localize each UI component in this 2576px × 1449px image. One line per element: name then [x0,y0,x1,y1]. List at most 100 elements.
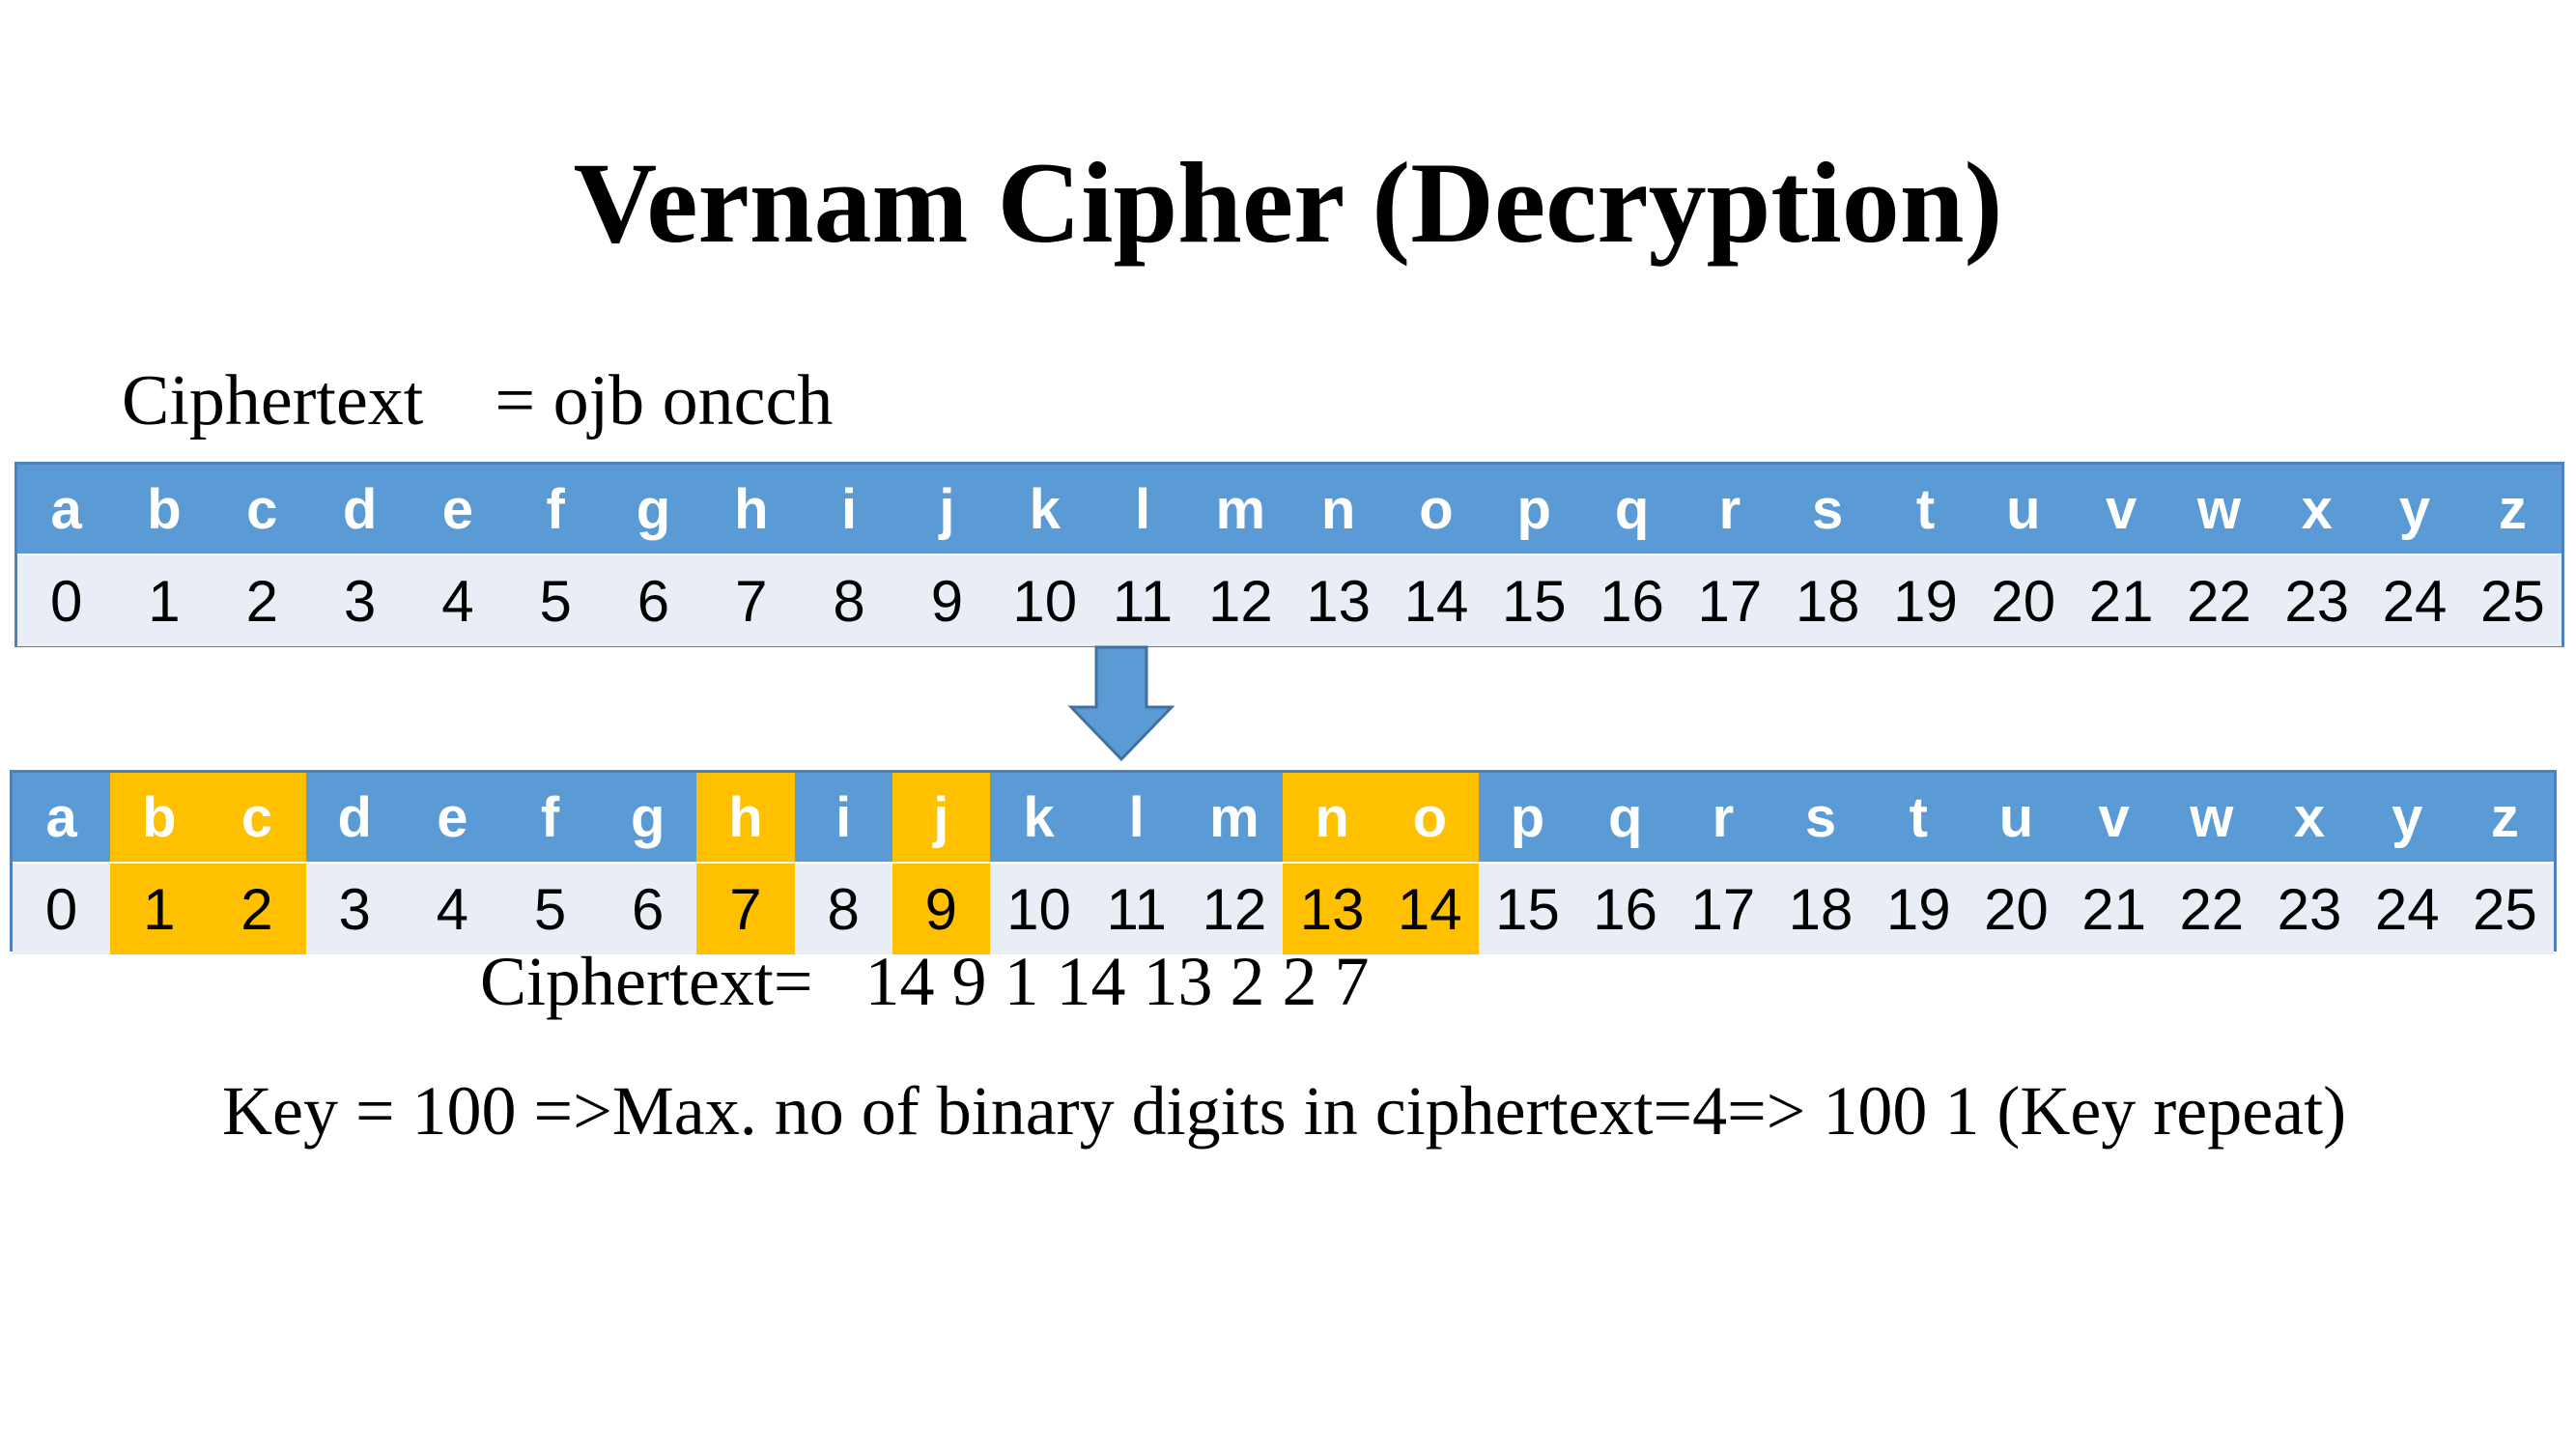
letter-cell: g [604,465,703,554]
number-cell: 2 [212,554,311,646]
letter-cell: a [17,465,116,554]
letter-cell: o [1387,465,1486,554]
key-line: Key = 100 =>Max. no of binary digits in … [222,1072,2347,1150]
number-cell: 14 [1387,554,1486,646]
number-cell: 20 [1974,554,2073,646]
number-cell: 4 [403,862,501,954]
number-cell: 20 [1967,862,2066,954]
letter-cell: f [500,773,600,862]
letter-cell: n [1289,465,1388,554]
number-cell: 25 [2463,554,2562,646]
number-cell: 15 [1485,554,1583,646]
letter-cell: v [2072,465,2170,554]
letter-cell: i [794,773,892,862]
letter-cell: x [2268,465,2366,554]
ciphertext-numbers-line: Ciphertext= 14 9 1 14 13 2 2 7 [480,943,1370,1020]
page-title: Vernam Cipher (Decryption) [573,138,2003,267]
number-cell: 23 [2260,862,2359,954]
letter-cell: o [1380,773,1479,862]
letter-cell: y [2358,773,2456,862]
number-cell: 0 [17,554,116,646]
letter-cell: l [1088,773,1186,862]
letter-cell: h [702,465,801,554]
letter-cell: h [696,773,795,862]
number-cell: 22 [2163,862,2261,954]
number-cell: 11 [1093,554,1192,646]
letter-cell: t [1876,465,1975,554]
number-cell: 9 [892,862,990,954]
number-cell: 13 [1289,554,1388,646]
number-cell: 24 [2358,862,2456,954]
letter-cell: c [212,465,311,554]
down-arrow-icon [1067,645,1175,762]
number-cell: 8 [794,862,892,954]
letter-cell: i [800,465,898,554]
number-cell: 7 [696,862,795,954]
number-cell: 0 [13,862,111,954]
letter-cell: r [1674,773,1772,862]
letter-cell: e [409,465,507,554]
letter-cell: p [1478,773,1577,862]
number-cell: 4 [409,554,507,646]
letter-cell: e [403,773,501,862]
number-cell: 6 [599,862,697,954]
letter-cell: b [110,773,209,862]
letter-cell: p [1485,465,1583,554]
letter-cell: a [13,773,111,862]
number-cell: 12 [1185,862,1284,954]
number-cell: 17 [1674,862,1772,954]
letter-cell: x [2260,773,2359,862]
letter-cell: m [1185,773,1284,862]
letter-cell: d [305,773,404,862]
letter-cell: q [1582,465,1682,554]
letter-cell: s [1771,773,1870,862]
number-cell: 16 [1582,554,1682,646]
letter-cell: t [1869,773,1967,862]
number-cell: 12 [1191,554,1289,646]
letter-cell: w [2169,465,2269,554]
number-cell: 23 [2268,554,2366,646]
letter-cell: s [1778,465,1877,554]
letter-cell: f [506,465,605,554]
number-cell: 19 [1876,554,1975,646]
letter-cell: w [2163,773,2261,862]
ciphertext-line: Ciphertext = ojb oncch [122,361,834,440]
number-cell: 1 [115,554,213,646]
letter-cell: j [897,465,997,554]
number-cell: 21 [2072,554,2170,646]
number-cell: 19 [1869,862,1967,954]
letter-cell: g [599,773,697,862]
letter-cell: j [892,773,990,862]
number-cell: 6 [604,554,703,646]
number-cell: 18 [1771,862,1870,954]
number-cell: 17 [1681,554,1779,646]
letter-cell: v [2065,773,2164,862]
letter-cell: b [115,465,213,554]
number-cell: 3 [305,862,404,954]
number-cell: 1 [110,862,209,954]
number-cell: 5 [506,554,605,646]
letter-cell: m [1191,465,1289,554]
letter-cell: n [1283,773,1381,862]
letter-cell: d [310,465,410,554]
letter-cell: l [1093,465,1192,554]
number-cell: 25 [2455,862,2554,954]
letter-cell: q [1576,773,1675,862]
number-cell: 10 [989,862,1089,954]
number-cell: 8 [800,554,898,646]
letter-cell: u [1967,773,2066,862]
number-cell: 10 [996,554,1094,646]
number-cell: 22 [2169,554,2269,646]
letter-cell: y [2365,465,2464,554]
number-cell: 13 [1283,862,1381,954]
letter-cell: z [2463,465,2562,554]
letter-cell: r [1681,465,1779,554]
letter-cell: c [208,773,306,862]
number-cell: 2 [208,862,306,954]
letter-cell: z [2455,773,2554,862]
number-cell: 15 [1478,862,1577,954]
number-cell: 18 [1778,554,1877,646]
number-cell: 11 [1088,862,1186,954]
